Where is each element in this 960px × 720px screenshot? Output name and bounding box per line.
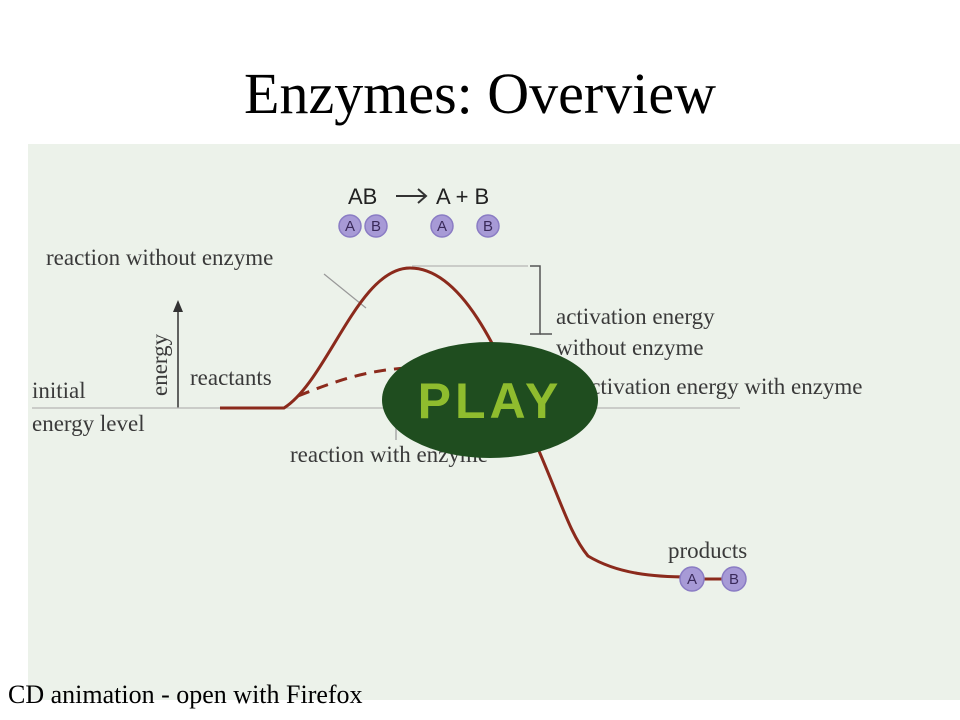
equation-products: A + B	[436, 184, 489, 209]
play-button-label: PLAY	[418, 373, 563, 429]
label-reaction-without-enzyme: reaction without enzyme	[46, 245, 273, 270]
molecule-a-free: A	[430, 214, 454, 238]
molecule-ab-products: A B	[679, 566, 747, 592]
activation-bracket	[530, 265, 541, 335]
molecule-a-label: A	[345, 218, 355, 235]
molecule-products-a-label: A	[687, 571, 697, 588]
curve-with-enzyme	[297, 366, 409, 398]
label-initial: initial	[32, 378, 86, 403]
molecule-products-b-label: B	[729, 571, 739, 588]
energy-axis-arrow-icon	[173, 300, 183, 408]
label-energy-level: energy level	[32, 411, 145, 436]
label-activation-energy-line2: without enzyme	[556, 335, 704, 360]
label-activation-energy-line1: activation energy	[556, 304, 715, 329]
label-products: products	[668, 538, 747, 563]
molecule-b-free: B	[476, 214, 500, 238]
equation-reactant: AB	[348, 184, 377, 209]
molecule-a-free-label: A	[437, 218, 447, 235]
pointer-line-without-enzyme	[323, 273, 367, 309]
molecule-b-free-label: B	[483, 218, 493, 235]
play-button[interactable]: PLAY	[382, 342, 598, 458]
label-energy-axis: energy	[147, 333, 172, 396]
label-reactants: reactants	[190, 365, 272, 390]
equation-arrow-icon	[396, 188, 428, 204]
molecule-b-label: B	[371, 218, 381, 235]
label-activation-energy-with-enzyme: activation energy with enzyme	[580, 374, 863, 399]
slide-title: Enzymes: Overview	[244, 61, 716, 126]
footer-note: CD animation - open with Firefox	[8, 680, 363, 709]
molecule-ab-top: A B	[338, 214, 388, 238]
energy-diagram: AB A + B A B A B reaction without enzyme…	[32, 184, 863, 592]
